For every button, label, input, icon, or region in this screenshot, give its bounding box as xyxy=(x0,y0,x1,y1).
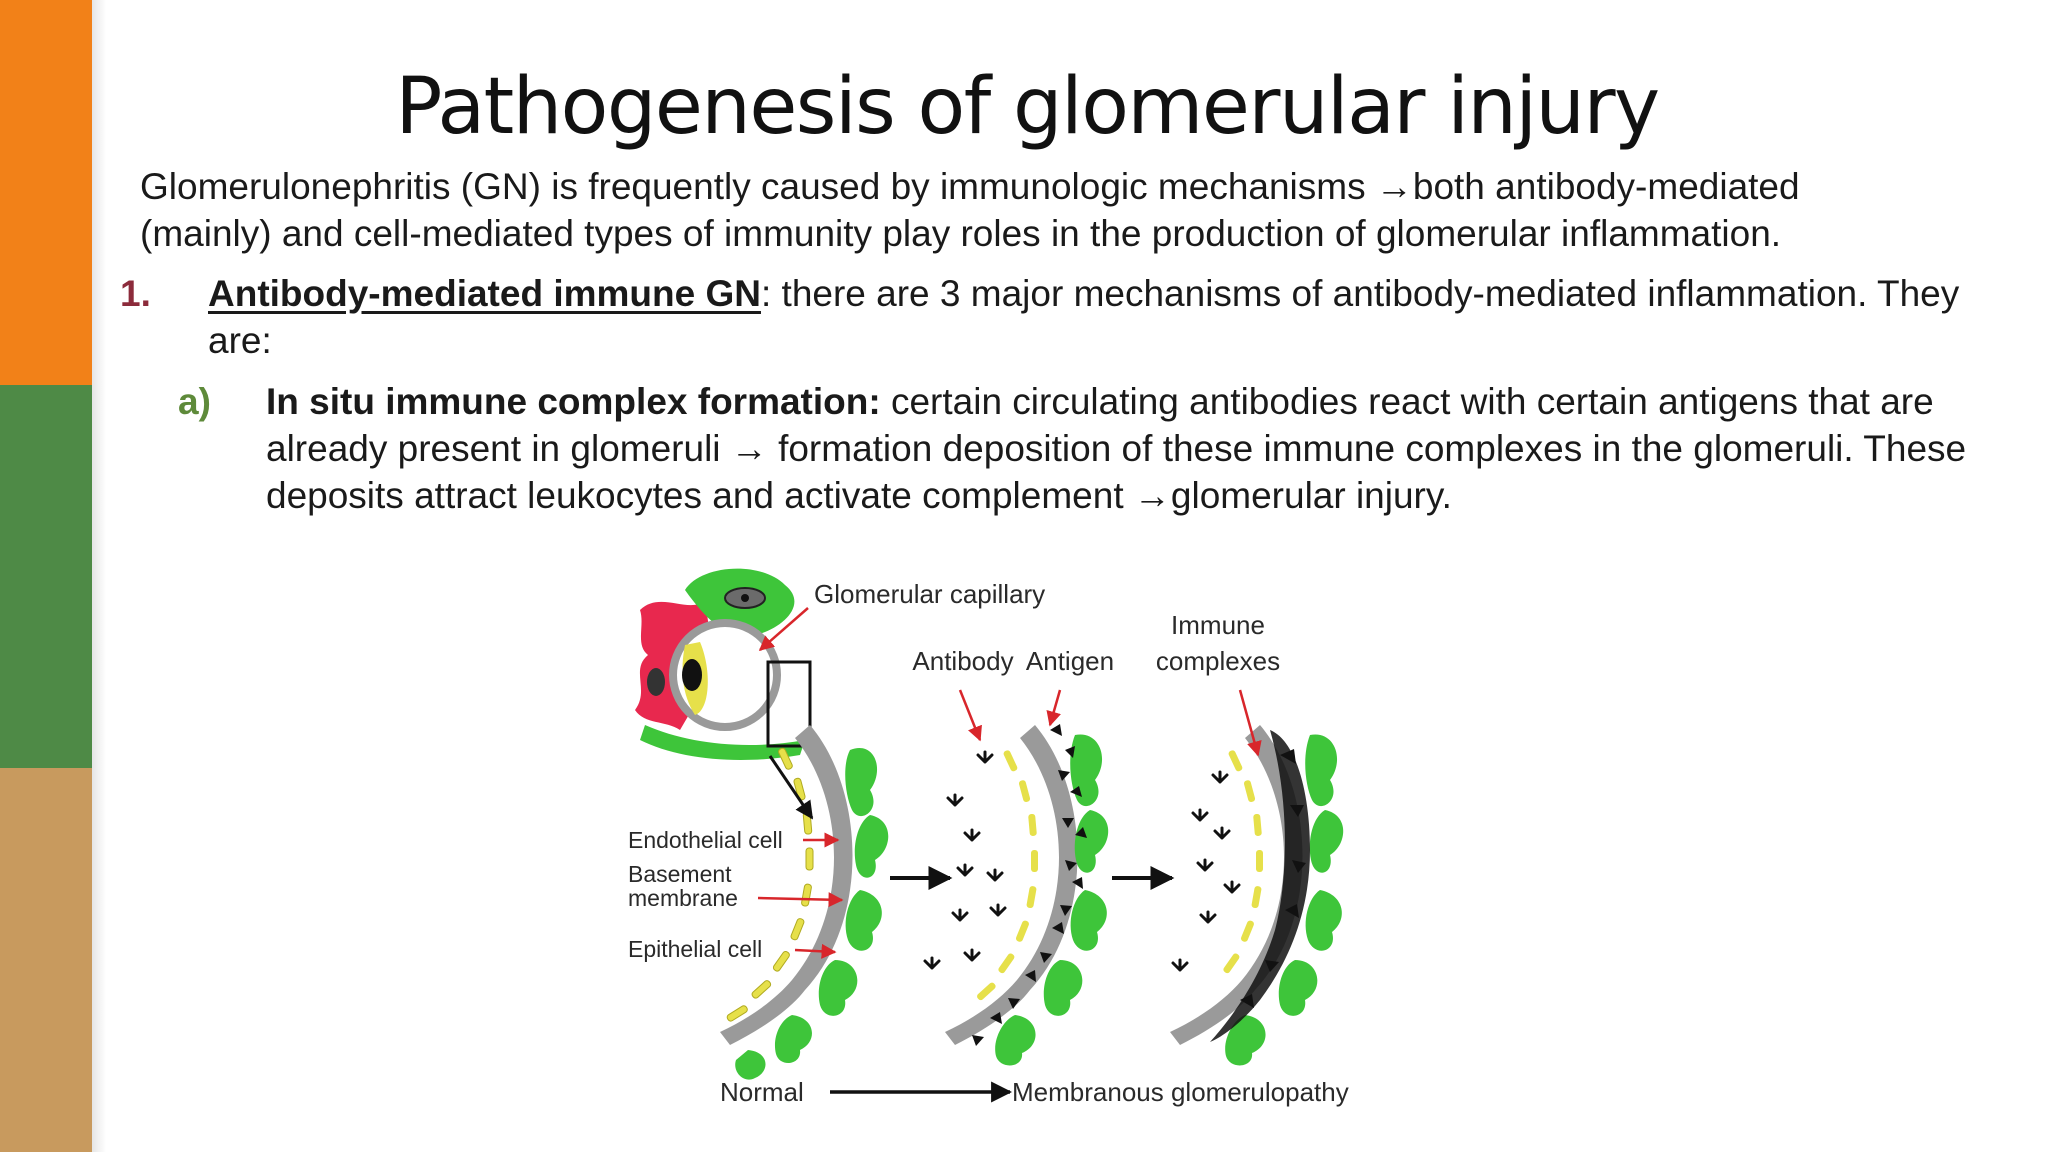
wall-label-arrows xyxy=(757,607,844,959)
label-membranous-glomerulopathy: Membranous glomerulopathy xyxy=(1012,1077,1349,1107)
label-normal: Normal xyxy=(720,1077,804,1107)
sublist-item-a-heading: In situ immune complex formation: xyxy=(266,381,881,422)
sidebar-shadow xyxy=(92,0,106,1152)
list-item-1-number: 1. xyxy=(120,273,151,314)
label-endothelial-cell: Endothelial cell xyxy=(628,827,783,853)
capillary-cross-section xyxy=(635,568,812,760)
sublist-item-a-text: certain circulating antibodies react wit… xyxy=(266,381,1967,516)
sidebar-band-tan xyxy=(0,768,92,1152)
label-glomerular-capillary: Glomerular capillary xyxy=(814,579,1045,609)
intro-line-1: Glomerulonephritis (GN) is frequently ca… xyxy=(140,166,1800,207)
label-epithelial-cell: Epithelial cell xyxy=(628,936,762,962)
intro-paragraph: Glomerulonephritis (GN) is frequently ca… xyxy=(140,163,2020,257)
immune-complex-wall xyxy=(1170,689,1344,1066)
label-basement: Basement xyxy=(628,861,732,887)
sublist-item-a-letter: a) xyxy=(178,381,211,422)
normal-wall xyxy=(720,725,889,1080)
sublist-item-a-body: In situ immune complex formation: certai… xyxy=(266,378,2026,519)
list-item-1-heading: Antibody-mediated immune GN xyxy=(208,273,761,314)
label-immune: Immune xyxy=(1171,610,1265,640)
label-antibody: Antibody xyxy=(912,646,1013,676)
sidebar-band-green xyxy=(0,385,92,768)
label-antigen: Antigen xyxy=(1026,646,1114,676)
label-complexes: complexes xyxy=(1156,646,1280,676)
list-item-1-text: : there are 3 major mechanisms of antibo… xyxy=(208,273,1960,361)
list-item-1-body: Antibody-mediated immune GN: there are 3… xyxy=(208,270,2008,364)
figure-svg: Glomerular capillary Antibody Antigen Im… xyxy=(628,568,1349,1107)
label-membrane: membrane xyxy=(628,885,738,911)
intro-line-2: (mainly) and cell-mediated types of immu… xyxy=(140,213,1782,254)
glomerular-injury-figure: Glomerular capillary Antibody Antigen Im… xyxy=(620,560,1460,1120)
sidebar-band-orange xyxy=(0,0,92,385)
slide-title: Pathogenesis of glomerular injury xyxy=(395,62,1660,152)
sidebar-decoration xyxy=(0,0,106,1152)
antigen-antibody-wall xyxy=(923,689,1109,1066)
